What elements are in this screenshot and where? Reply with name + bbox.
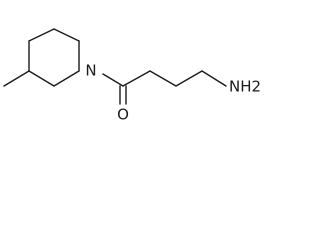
carbonyl-double-bond [119, 85, 127, 105]
structural-formula: N O NH2 [3, 28, 261, 124]
bond-methyl [3, 70, 30, 87]
bond-ring-c3-c4 [53, 28, 80, 42]
bond-ring-c1-n [53, 70, 80, 87]
bond-chain-4 [201, 70, 227, 87]
piperidine-ring [28, 28, 80, 87]
atom-label-n: N [85, 62, 96, 80]
bond-n-carbonyl [102, 73, 124, 87]
bond-ring-c6-c1 [28, 70, 55, 87]
bond-chain-3 [175, 70, 203, 87]
atom-label-o: O [117, 106, 129, 124]
bond-chain-2 [149, 70, 177, 87]
bond-ring-c4-c5 [28, 28, 55, 42]
bond-chain-1 [122, 70, 151, 87]
atom-label-amine: NH2 [229, 78, 261, 96]
